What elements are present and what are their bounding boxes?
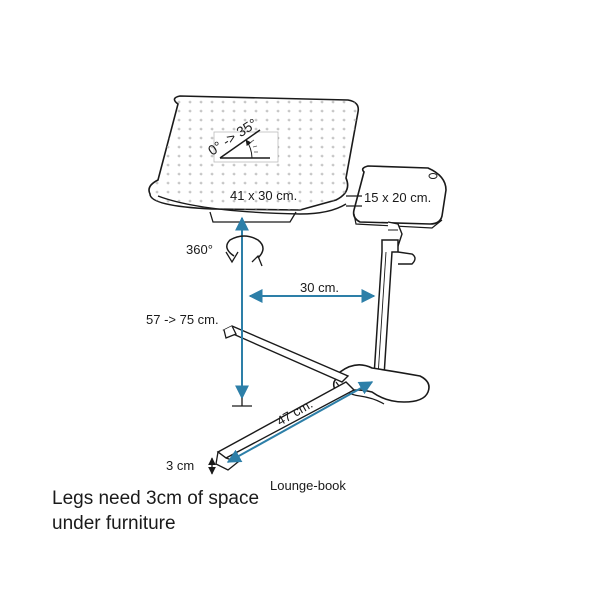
arm-reach-label: 30 cm. — [300, 280, 339, 295]
tilt-angle-indicator — [219, 129, 270, 159]
main-surface-size-label: 41 x 30 cm. — [230, 188, 297, 203]
leg-length-dimension-line — [226, 381, 374, 463]
clearance-note-line-2: under furniture — [52, 513, 176, 534]
product-name-label: Lounge-book — [270, 478, 346, 493]
height-dimension-line — [232, 216, 252, 407]
rotation-icon — [225, 235, 264, 267]
leg-clearance-label: 3 cm — [166, 458, 194, 473]
clearance-note-line-1: Legs need 3cm of space — [52, 488, 260, 509]
main-tray — [148, 95, 360, 223]
leg-length-label: 47 cm. — [274, 396, 315, 428]
support-column — [373, 221, 416, 377]
side-tray-size-label: 15 x 20 cm. — [364, 190, 431, 205]
rotation-label: 360° — [186, 242, 213, 257]
height-range-label: 57 -> 75 cm. — [146, 312, 219, 327]
back-leg — [222, 325, 350, 383]
clearance-note: Legs need 3cm of space under furniture — [52, 486, 259, 536]
